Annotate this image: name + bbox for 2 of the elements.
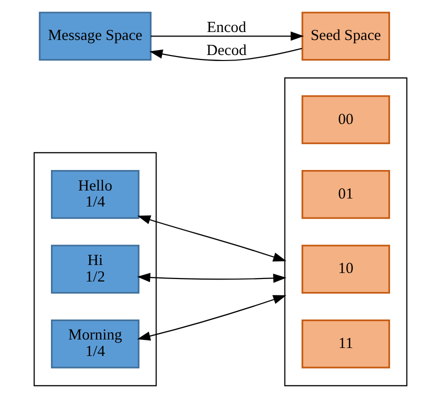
edge-label: Decod xyxy=(206,42,247,60)
edge-label: Encod xyxy=(206,18,246,36)
